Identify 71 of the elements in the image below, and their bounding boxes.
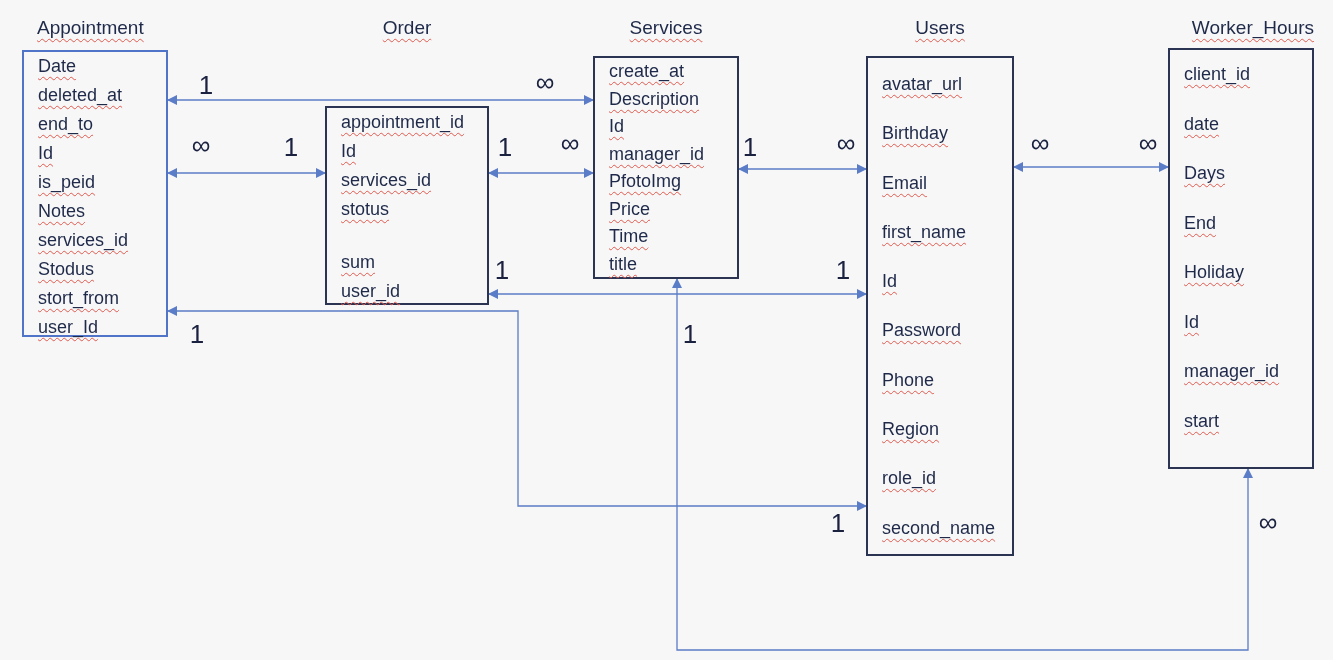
field-name: Id xyxy=(609,116,624,136)
field-name: Date xyxy=(38,56,77,76)
field-name: Password xyxy=(882,320,962,341)
field-name: services_id xyxy=(38,230,129,250)
field-name: manager_id xyxy=(609,143,705,164)
cardinality-label: 1 xyxy=(835,255,851,285)
field-name: PfotoImg xyxy=(609,171,682,191)
table-title: Order xyxy=(381,16,433,40)
cardinality-label: ∞ xyxy=(535,67,555,97)
field-name: services_id xyxy=(341,170,432,190)
cardinality-label: ∞ xyxy=(560,128,580,158)
cardinality-label: ∞ xyxy=(836,128,856,158)
field-name: Days xyxy=(1184,163,1225,183)
cardinality-label: 1 xyxy=(497,132,513,162)
cardinality-label: ∞ xyxy=(1030,128,1050,158)
relationship-arrow xyxy=(167,168,326,178)
cardinality-label: 1 xyxy=(283,132,299,162)
field-name: Holiday xyxy=(1184,262,1245,282)
field-name: client_id xyxy=(1184,64,1251,84)
cardinality-label: ∞ xyxy=(1258,507,1278,537)
table-title: Services xyxy=(628,16,704,40)
field-name: Email xyxy=(882,172,927,193)
field-name: Price xyxy=(609,198,650,219)
relationship-arrow xyxy=(1013,162,1169,172)
cardinality-label: 1 xyxy=(494,255,510,285)
field-name: user_id xyxy=(341,281,401,301)
field-name: date xyxy=(1184,113,1220,134)
field-name: Stodus xyxy=(38,259,95,279)
field-name: user_Id xyxy=(38,317,99,337)
cardinality-label: 1 xyxy=(682,319,698,349)
field-name: first_name xyxy=(882,221,967,242)
field-name: Phone xyxy=(882,369,935,390)
field-name: Description xyxy=(609,88,700,109)
field-name: stort_from xyxy=(38,288,120,308)
field-name: deleted_at xyxy=(38,85,123,105)
field-name: avatar_url xyxy=(882,74,963,94)
field-name: create_at xyxy=(609,61,685,81)
field-name: start xyxy=(1184,410,1219,431)
relationship-arrow xyxy=(167,306,867,511)
relationship-arrow xyxy=(738,164,867,174)
table-title: Worker_Hours xyxy=(1190,16,1314,41)
cardinality-label: 1 xyxy=(189,319,205,349)
relationship-arrow xyxy=(488,289,867,299)
field-name: end_to xyxy=(38,114,94,134)
table-title: Appointment xyxy=(36,16,145,40)
table-title: Users xyxy=(914,16,966,40)
field-name: Id xyxy=(882,271,897,292)
cardinality-label: 1 xyxy=(198,70,214,100)
field-name: role_id xyxy=(882,468,937,489)
relationship-arrow xyxy=(167,95,594,105)
field-name: sum xyxy=(341,252,375,272)
relationship-arrow xyxy=(488,168,594,178)
cardinality-label: ∞ xyxy=(191,130,211,160)
relationship-arrow xyxy=(672,278,1253,651)
field-name: Birthday xyxy=(882,123,949,144)
field-name: Id xyxy=(341,141,356,161)
cardinality-label: ∞ xyxy=(1138,128,1158,158)
cardinality-label: 1 xyxy=(742,132,758,162)
field-name: Notes xyxy=(38,201,86,221)
field-name: Id xyxy=(1184,311,1199,332)
field-name: End xyxy=(1184,212,1217,233)
field-name: manager_id xyxy=(1184,361,1280,381)
field-name: title xyxy=(609,253,637,274)
field-name: second_name xyxy=(882,517,996,538)
field-name: Id xyxy=(38,143,53,163)
cardinality-label: 1 xyxy=(830,508,846,538)
field-name: Region xyxy=(882,419,940,440)
field-name: is_peid xyxy=(38,172,96,192)
field-name: stotus xyxy=(341,199,390,219)
field-name: appointment_id xyxy=(341,112,465,132)
field-name: Time xyxy=(609,226,649,246)
